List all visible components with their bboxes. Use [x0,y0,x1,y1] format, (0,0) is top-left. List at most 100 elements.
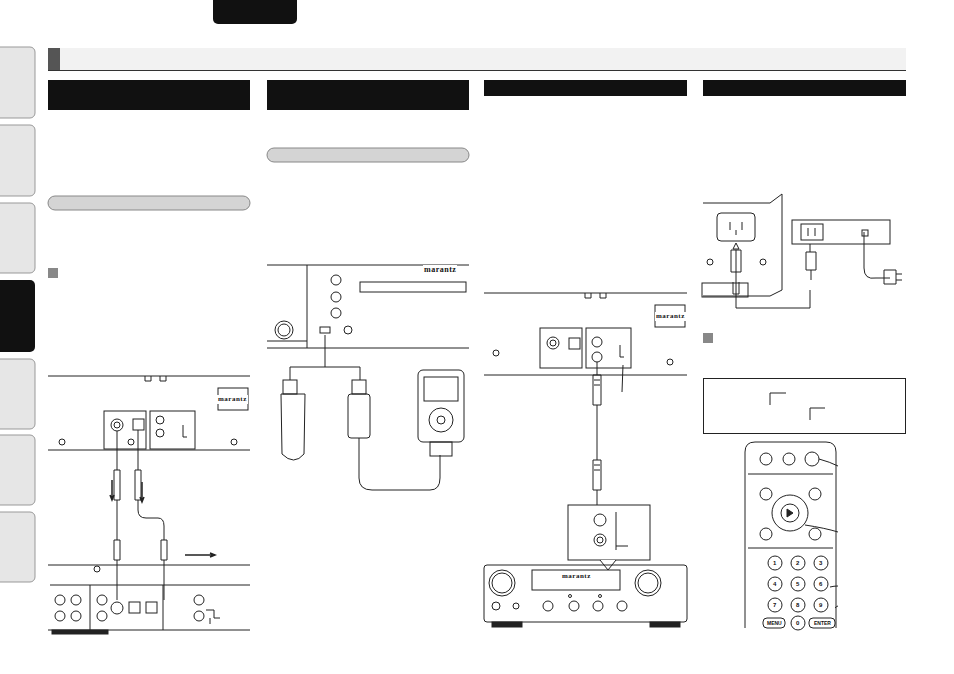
line-art [218,388,248,410]
line-art [156,416,164,424]
button-label: 7 [773,602,776,608]
line-art [0,125,35,196]
line-art [48,196,250,210]
button-label: 6 [819,581,822,587]
line-art [884,270,902,284]
line-art [594,534,606,546]
line-art [194,595,204,605]
button-label: MENU [767,621,782,626]
button-label: 0 [796,620,799,626]
line-art [213,0,297,24]
line-art [616,512,628,550]
line-art [48,48,906,70]
brand-logo: marantz [424,266,456,274]
line-art [814,577,828,591]
line-art [809,528,821,540]
line-art [717,213,755,241]
line-art [650,622,680,627]
line-art [781,504,799,522]
button-label: 8 [796,602,799,608]
line-art [59,439,65,445]
line-art [50,585,250,630]
line-art [135,430,167,600]
line-art [638,573,658,593]
line-art [703,194,782,296]
line-art [484,565,687,622]
line-art [231,439,237,445]
line-art [185,553,215,557]
brand-logo: marantz [656,313,685,320]
line-art [733,282,739,294]
line-art [550,340,556,346]
line-art [344,326,352,334]
line-art [703,333,713,343]
line-art [424,377,458,401]
line-art [792,220,890,244]
line-art [133,419,144,430]
line-art [768,556,782,570]
line-art [569,595,572,598]
line-art [111,602,123,614]
line-art [0,359,35,429]
line-art [791,598,805,612]
line-art [513,603,519,609]
line-art [745,442,836,628]
line-art [0,203,35,273]
line-art [597,537,603,543]
line-art [768,577,782,591]
line-art [703,80,906,96]
brand-logo: marantz [562,573,591,580]
line-art [71,611,81,621]
line-art [862,230,868,236]
line-art [791,616,805,630]
line-art [55,595,65,605]
line-art [806,244,816,280]
line-art [418,370,464,442]
line-art [655,305,685,327]
line-art [543,601,553,611]
line-art [594,514,606,526]
line-art [281,394,305,460]
line-art [267,148,469,162]
line-art [97,611,107,621]
button-label: 5 [796,581,799,587]
line-art [52,630,108,634]
line-art [489,570,515,596]
line-art [111,419,123,431]
line-art [808,228,815,236]
line-art [569,601,579,611]
line-art [814,556,828,570]
line-art [352,380,366,394]
line-art [770,393,825,420]
line-art [569,338,580,349]
line-art [492,622,522,627]
line-art [114,422,120,428]
line-art [667,359,673,365]
line-art [731,250,810,308]
line-art [748,474,833,548]
line-art [331,292,341,302]
line-art [707,259,713,265]
line-art [267,80,469,110]
line-art [594,380,600,470]
line-art [278,324,290,336]
line-art [48,268,58,278]
button-label: 9 [819,602,822,608]
line-art [146,602,157,613]
line-art [763,618,785,628]
line-art [94,566,100,572]
line-art [145,376,166,381]
line-art [730,222,742,235]
line-art [48,70,906,71]
line-art [783,453,795,465]
line-art [593,601,603,611]
line-art [290,335,360,380]
line-art [331,275,341,285]
line-art [104,411,146,449]
line-art [360,282,466,292]
line-art [110,480,144,502]
line-art [0,435,35,505]
line-art [156,429,164,437]
line-art [71,595,81,605]
